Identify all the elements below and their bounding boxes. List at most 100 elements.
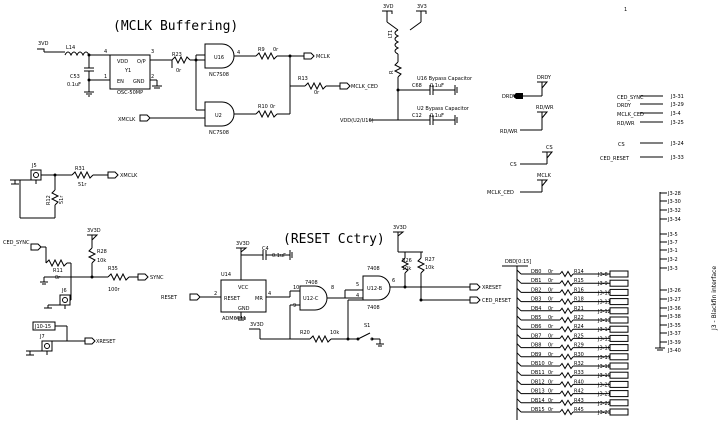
osc-op-pin: O/P — [137, 59, 146, 65]
bus-signal-label: DB13 — [531, 389, 545, 395]
bus-signal-label: DB2 — [531, 287, 541, 293]
cs-n-label: CS — [510, 162, 517, 168]
j3-row: RD/WR J3-25 — [617, 120, 684, 127]
j3-pin: J3-33 — [670, 155, 684, 161]
bus-signal-label: DB7 — [531, 333, 541, 339]
bus-res-label: R22 — [574, 315, 584, 321]
bus-res-value: 0r — [548, 315, 554, 321]
r9-label: R9 — [258, 47, 265, 53]
signal-pullups-section: DRDY DRDY RD/WR RD/WR CS CS MCLK MCLK_CE… — [487, 75, 554, 196]
j3-gnd-pin: J3-1 — [667, 248, 678, 254]
xreset-offpage — [469, 283, 481, 291]
j3-gnd-pin: J3-30 — [667, 199, 681, 205]
oscillator-y1 — [109, 54, 151, 90]
j5-connector — [30, 169, 42, 181]
reset-3v3-label: 3V3D — [236, 241, 250, 247]
c68-value: 0.1uF — [430, 83, 444, 89]
xmclk-termination-section: J5 R31 51r XMCLK R12 51r — [10, 163, 138, 219]
c53-value: 0.1uF — [67, 82, 81, 88]
mclk-net-label: MCLK — [316, 54, 331, 60]
mclk-ced-net-label: MCLK_CED — [351, 84, 378, 90]
r35-resistor — [107, 272, 130, 282]
u14-mr-pin: MR — [255, 296, 263, 302]
r12-value: 51r — [59, 195, 65, 204]
bus-j3-pin: J3-23 — [597, 410, 611, 416]
bus-signal-label: DB6 — [531, 324, 541, 330]
u16-bypass-caption: U16 Bypass Capacitor — [417, 76, 473, 82]
mclk-pullup-label: MCLK — [537, 173, 552, 179]
j3-pin: J3-29 — [670, 102, 684, 108]
osc-pin4: 4 — [104, 49, 107, 55]
bus-signal-label: DB9 — [531, 352, 541, 358]
mclk-ced-offpage — [339, 82, 351, 90]
mclk-buffering-section: (MCLK Buffering) 3VD L14 C53 0.1uF VDD O… — [37, 19, 378, 136]
lt1-inductor — [394, 29, 400, 55]
bus-resistor — [559, 288, 574, 296]
bus-res-label: R43 — [574, 398, 584, 404]
j3-row: CED_SYNC J3-31 — [617, 94, 684, 101]
bus-res-label: R15 — [574, 278, 584, 284]
u12c-pin10: 10 — [293, 285, 299, 291]
bus-resistor — [559, 298, 574, 306]
ced-reset-offpage — [469, 296, 481, 304]
bus-connector-tag — [609, 344, 629, 352]
bus-resistor — [559, 325, 574, 333]
cs-label: CS — [546, 145, 553, 151]
sync-offpage — [137, 273, 149, 281]
bus-connector-tag — [609, 371, 629, 379]
bus-resistor — [559, 371, 574, 379]
j3-net: CED_SYNC — [617, 95, 644, 101]
u12c-and-gate — [299, 285, 328, 311]
bus-j3-pin: J3-10 — [597, 290, 611, 296]
j3-gnd-pin: J3-34 — [667, 217, 681, 223]
bus-connector-tag — [609, 316, 629, 324]
bus-signal-label: DB3 — [531, 297, 541, 303]
j3-gnd-pin: J3-40 — [667, 348, 681, 354]
r11-resistor — [45, 258, 68, 268]
c12-label: C12 — [412, 113, 422, 119]
xmclk-in-label: XMCLK — [118, 117, 136, 123]
r20-value: 10k — [330, 330, 339, 336]
u14-part: ADM6711 — [222, 316, 246, 322]
bus-res-value: 0r — [548, 379, 554, 385]
u12b-pin5: 5 — [356, 282, 359, 288]
power-resistor-label: R — [389, 70, 395, 74]
u16-pin4: 4 — [237, 50, 240, 56]
bus-j3-pin: J3-17 — [597, 355, 611, 361]
j3-gnd-pin: J3-5 — [667, 232, 678, 238]
u14-reset-pin: RESET — [224, 296, 241, 302]
bus-j3-pin: J3-14 — [597, 327, 611, 333]
mclk-ced-pullup-label: MCLK_CED — [487, 190, 514, 196]
j5-label: J5 — [31, 163, 37, 169]
osc-vdd-pin: VDD — [117, 59, 128, 65]
bus-res-value: 0r — [548, 389, 554, 395]
bus-signal-label: DB11 — [531, 370, 545, 376]
power-3v3-label: 3V3 — [417, 4, 427, 10]
power-series-resistor — [393, 61, 403, 78]
osc-pin1: 1 — [104, 74, 107, 80]
bus-res-label: R42 — [574, 389, 584, 395]
xreset-j7-offpage — [84, 337, 96, 345]
u12c-pin9: 9 — [293, 303, 296, 309]
bus-entry — [516, 343, 522, 348]
r23-label: R23 — [172, 52, 182, 58]
osc-pin3: 3 — [151, 49, 154, 55]
c68-label: C68 — [412, 83, 422, 89]
r10-value: 0r — [270, 104, 276, 110]
r35-value: 100r — [108, 287, 121, 293]
bus-resistor — [559, 408, 574, 416]
bus-signal-label: DB5 — [531, 315, 541, 321]
sync-net-label: SYNC — [150, 275, 164, 281]
bus-connector-tag — [609, 362, 629, 370]
r28-sync-value: 10k — [97, 258, 106, 264]
sync-3v3-label: 3V3D — [87, 228, 101, 234]
u12c-part: 7408 — [305, 280, 318, 286]
bus-res-value: 0r — [548, 398, 554, 404]
u16-part: NC7S08 — [209, 72, 229, 78]
j3-gnd-pin: J3-32 — [667, 208, 681, 214]
r20-resistor — [309, 334, 332, 344]
drdy-label: DRDY — [537, 75, 552, 81]
